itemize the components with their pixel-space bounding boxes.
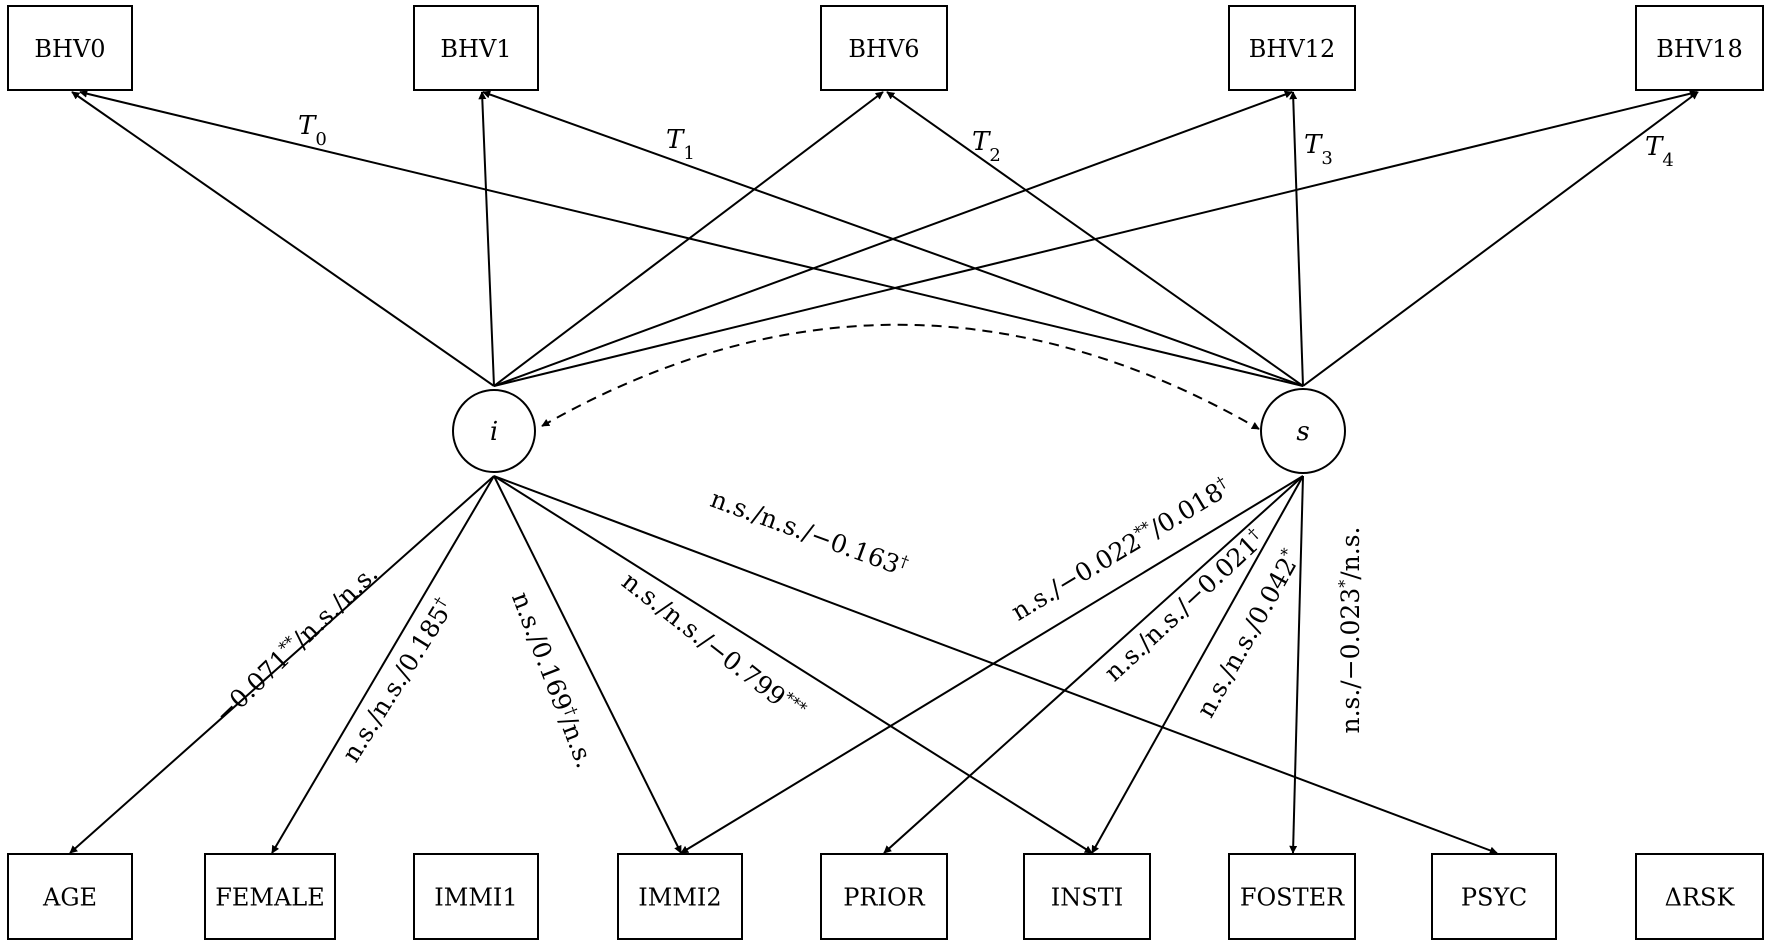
node-label-immi2: IMMI2 — [638, 884, 721, 912]
node-box-bhv12 — [1228, 5, 1356, 91]
node-label-bhv0: BHV0 — [34, 35, 105, 63]
node-box-bhv6 — [820, 5, 948, 91]
edges-layer — [69, 89, 1699, 855]
node-box-female — [204, 853, 336, 940]
edge-s-to-immi2 — [680, 475, 1304, 854]
edge-s-to-foster — [1289, 475, 1304, 854]
node-label-psyc: PSYC — [1461, 884, 1527, 912]
edge-s-to-bhv12 — [1289, 91, 1304, 387]
node-box-bhv0 — [7, 5, 133, 91]
edge-labels-layer: −0.071**/n.s./n.s.n.s./n.s./0.185† n.s./0… — [208, 472, 1366, 772]
edge-i-to-female — [271, 475, 495, 854]
edge-s-to-bhv6 — [886, 91, 1304, 387]
node-box-immi2 — [617, 853, 743, 940]
node-box-immi1 — [413, 853, 539, 940]
node-bhv6: BHV6 — [820, 5, 948, 91]
loading-label-t4: T4 — [1645, 132, 1674, 171]
loading-label-t1: T1 — [666, 125, 695, 164]
node-label-female: FEMALE — [215, 884, 325, 912]
node-box-age — [7, 853, 133, 940]
edge-label-i-immi2: n.s./0.169†/n.s. — [506, 587, 601, 772]
node-label-bhv6: BHV6 — [848, 35, 919, 63]
node-psyc: PSYC — [1431, 853, 1557, 940]
latent-circle-s — [1260, 388, 1346, 474]
latent-i: i — [452, 389, 536, 473]
node-label-immi1: IMMI1 — [434, 884, 517, 912]
edge-i-to-insti — [493, 475, 1093, 854]
node-bhv12: BHV12 — [1228, 5, 1356, 91]
node-bhv1: BHV1 — [413, 5, 539, 91]
edge-label-i-age: −0.071**/n.s./n.s. — [208, 558, 384, 729]
node-box-bhv18 — [1635, 5, 1764, 91]
node-female: FEMALE — [204, 853, 336, 940]
loading-label-t0: T0 — [298, 111, 327, 150]
edge-s-to-prior — [883, 475, 1304, 854]
edge-i-to-bhv1 — [478, 91, 495, 387]
loading-labels-layer: T0 T1 T2 T3 T4 — [298, 111, 1674, 171]
edge-s-to-bhv1 — [482, 90, 1304, 387]
loading-label-t3: T3 — [1304, 130, 1333, 169]
edge-s-to-bhv0 — [79, 89, 1304, 387]
edge-s-to-insti — [1091, 475, 1304, 854]
node-label-bhv1: BHV1 — [440, 35, 511, 63]
latent-circle-i — [452, 389, 536, 473]
node-insti: INSTI — [1023, 853, 1151, 940]
node-label-foster: FOSTER — [1240, 884, 1345, 912]
node-immi1: IMMI1 — [413, 853, 539, 940]
node-label-bhv12: BHV12 — [1249, 35, 1335, 63]
edge-i-to-bhv0 — [71, 91, 495, 387]
edge-i-to-immi2 — [493, 475, 682, 854]
edge-i-to-psyc — [493, 475, 1498, 855]
node-age: AGE — [7, 853, 133, 940]
node-bhv0: BHV0 — [7, 5, 133, 91]
node-label-bhv18: BHV18 — [1656, 35, 1742, 63]
node-label-prior: PRIOR — [843, 884, 925, 912]
node-box-prior — [820, 853, 948, 940]
node-drsk: ΔRSK — [1635, 853, 1764, 940]
node-box-insti — [1023, 853, 1151, 940]
edge-i-to-age — [69, 475, 495, 854]
node-foster: FOSTER — [1228, 853, 1356, 940]
node-label-insti: INSTI — [1051, 884, 1123, 912]
node-box-psyc — [1431, 853, 1557, 940]
node-box-drsk — [1635, 853, 1764, 940]
edge-label-s-foster: n.s./−0.023*/n.s. — [1335, 526, 1366, 733]
node-label-age: AGE — [42, 884, 97, 912]
node-label-drsk: ΔRSK — [1665, 884, 1736, 912]
node-bhv18: BHV18 — [1635, 5, 1764, 91]
node-box-bhv1 — [413, 5, 539, 91]
edge-label-i-female: n.s./n.s./0.185† — [335, 593, 459, 767]
node-prior: PRIOR — [820, 853, 948, 940]
node-immi2: IMMI2 — [617, 853, 743, 940]
node-box-foster — [1228, 853, 1356, 940]
latent-label-s: s — [1296, 417, 1309, 447]
edge-label-i-insti: n.s./n.s./−0.799*** — [616, 565, 811, 726]
loading-label-t2: T2 — [972, 127, 1001, 166]
latent-label-i: i — [490, 417, 498, 447]
edge-s-to-bhv18 — [1302, 91, 1699, 387]
latent-s: s — [1260, 388, 1346, 474]
covariance-i-s — [541, 323, 1260, 430]
